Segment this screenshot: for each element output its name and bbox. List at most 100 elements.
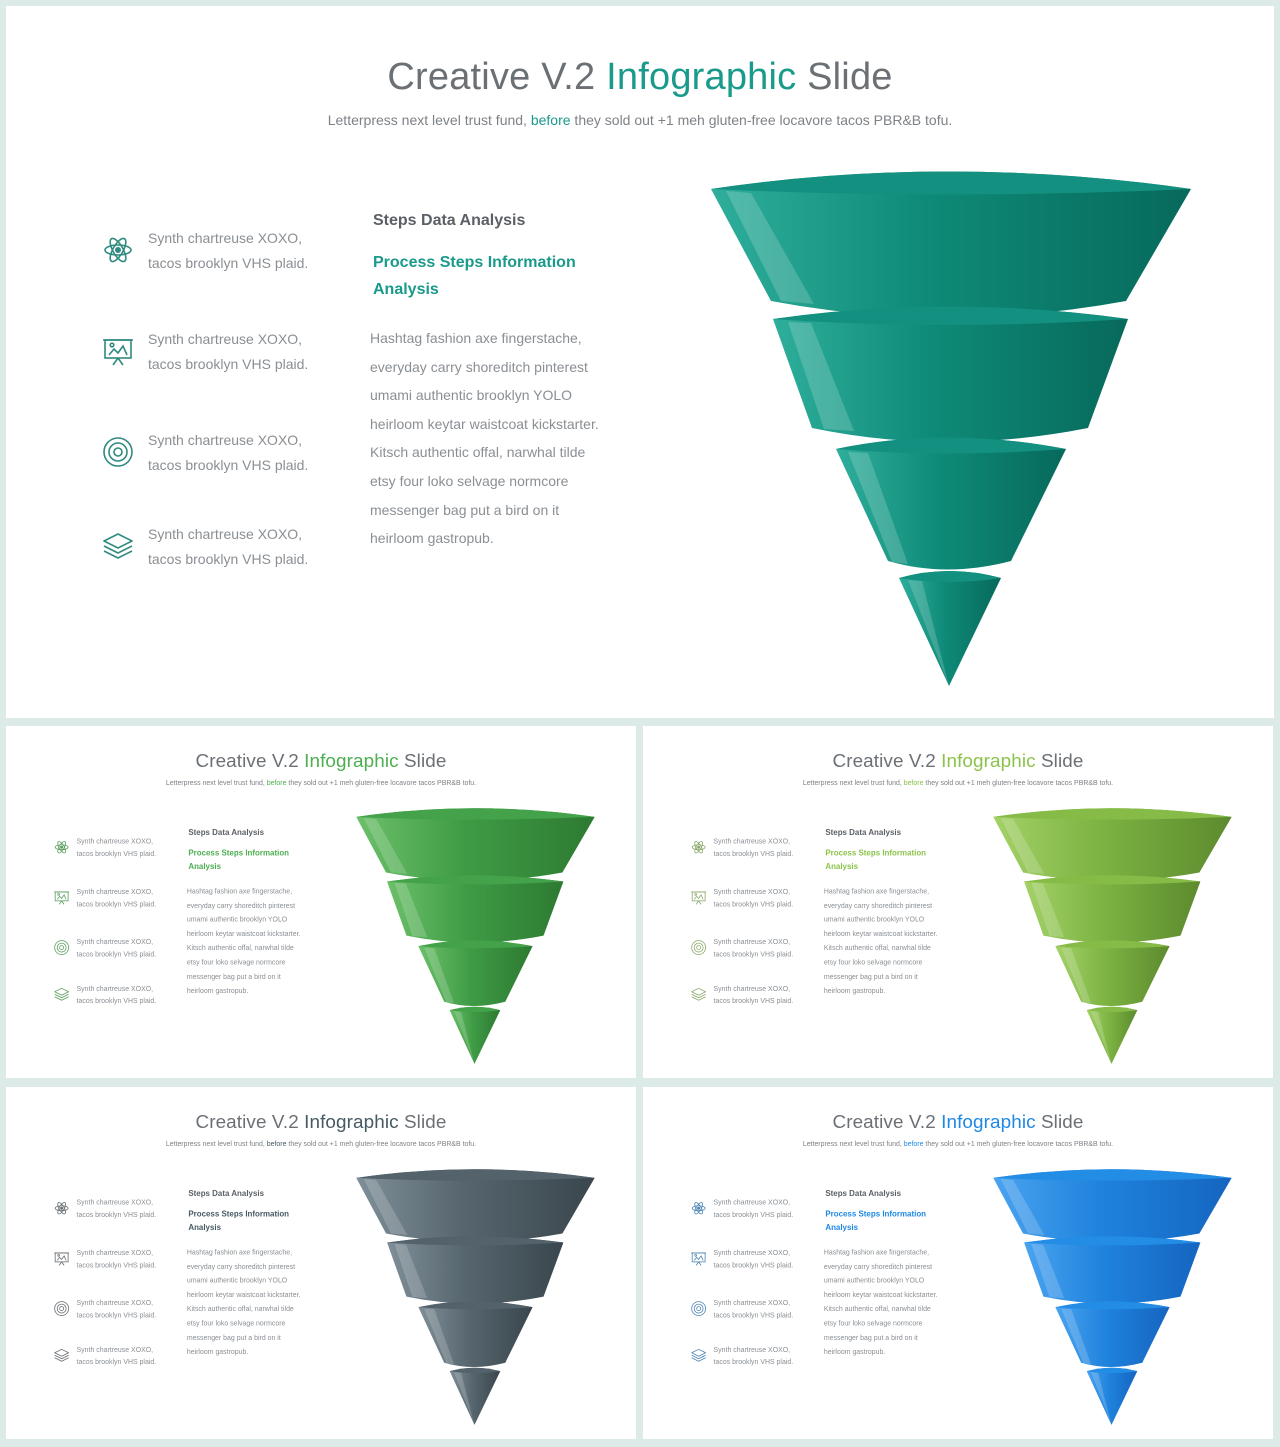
funnel-segment-2 (387, 1236, 564, 1304)
body-paragraph: Hashtag fashion axe fingerstache, everyd… (824, 884, 948, 998)
slide-preview-slate[interactable]: Creative V.2 Infographic Slide Letterpre… (6, 1087, 636, 1439)
subtitle-highlight: before (266, 1139, 287, 1148)
feature-item: Synth chartreuse XOXO,tacos brooklyn VHS… (691, 1196, 805, 1224)
steps-heading: Steps Data Analysis (188, 1189, 265, 1198)
funnel-graphic (349, 1166, 597, 1429)
funnel-graphic (986, 1166, 1234, 1429)
body-line: Kitsch authentic offal, narwhal tilde (370, 444, 586, 461)
slide-content: Creative V.2 Infographic Slide Letterpre… (6, 6, 1274, 718)
feature-line: Synth chartreuse XOXO, (713, 1298, 791, 1307)
feature-line: tacos brooklyn VHS plaid. (713, 1311, 794, 1320)
feature-line: tacos brooklyn VHS plaid. (76, 1357, 157, 1366)
title-text: Creative V.2 (832, 1111, 942, 1133)
feature-line: Synth chartreuse XOXO, (76, 1345, 154, 1354)
feature-item: Synth chartreuse XOXO, tacos brooklyn VHS… (54, 1343, 168, 1371)
slide-subtitle: Letterpress next level trust fund, befor… (6, 112, 1274, 128)
funnel-segment-1 (993, 1169, 1232, 1242)
feature-line: tacos brooklyn VHS plaid. (76, 996, 157, 1005)
subtitle-highlight: before (530, 112, 571, 128)
feature-line: tacos brooklyn VHS plaid. (76, 849, 157, 858)
feature-line: tacos brooklyn VHS plaid. (713, 1357, 794, 1366)
feature-line: Synth chartreuse XOXO, (76, 937, 154, 946)
body-paragraph: Hashtag fashion axe fingerstache, everyd… (370, 324, 620, 553)
feature-line: Synth chartreuse XOXO, (76, 984, 154, 993)
body-line: heirloom keytar waistcoat kickstarter. (823, 1290, 938, 1299)
feature-item: Synth chartreuse XOXO,tacos brooklyn VHS… (54, 835, 168, 863)
body-line: Hashtag fashion axe fingerstache, (186, 886, 293, 895)
feature-item: Synth chartreuse XOXO,tacos brooklyn VHS… (691, 885, 805, 913)
body-line: etsy four loko selvage normcore (370, 472, 569, 489)
atom-icon (54, 1200, 70, 1216)
feature-line: tacos brooklyn VHS plaid. (148, 255, 309, 271)
steps-heading: Steps Data Analysis (373, 212, 526, 229)
slide-content: Creative V.2 Infographic Slide Letterpre… (643, 726, 1273, 1078)
feature-item: Synth chartreuse XOXO,tacos brooklyn VHS… (691, 835, 805, 863)
subtitle-text: Letterpress next level trust fund, (165, 778, 267, 787)
slide-preview-green[interactable]: Creative V.2 Infographic Slide Letterpre… (6, 726, 636, 1078)
funnel-graphic (696, 166, 1196, 696)
feature-item: Synth chartreuse XOXO, tacos brooklyn VHS… (54, 982, 168, 1010)
feature-item: Synth chartreuse XOXO, tacos brooklyn VHS… (54, 936, 168, 964)
funnel-segment-1 (711, 171, 1191, 318)
title-text-end: Slide (398, 1111, 447, 1133)
body-line: umami authentic brooklyn YOLO (823, 915, 925, 924)
body-line: Hashtag fashion axe fingerstache, (370, 330, 582, 346)
body-line: heirloom gastropub. (823, 986, 886, 995)
process-heading: Process Steps Information Analysis (825, 849, 927, 872)
funnel-segment-1 (993, 808, 1232, 881)
body-line: messenger bag put a bird on it (186, 1333, 281, 1342)
body-line: Kitsch authentic offal, narwhal tilde (823, 943, 931, 952)
slide-title: Creative V.2 Infographic Slide (6, 751, 636, 772)
title-text-end: Slide (796, 56, 893, 98)
slide-preview-teal[interactable]: Creative V.2 Infographic Slide Letterpre… (6, 6, 1274, 718)
slide-title: Creative V.2 Infographic Slide (6, 56, 1274, 99)
title-highlight: Infographic (304, 1111, 399, 1133)
subtitle-text: Letterpress next level trust fund, (165, 1139, 267, 1148)
title-text: Creative V.2 (195, 750, 305, 772)
target-icon (102, 436, 134, 468)
feature-item: Synth chartreuse XOXO, tacos brooklyn VHS… (691, 1297, 805, 1325)
body-line: messenger bag put a bird on it (823, 1333, 918, 1342)
body-line: Kitsch authentic offal, narwhal tilde (186, 943, 294, 952)
feature-item: Synth chartreuse XOXO,tacos brooklyn VHS… (691, 982, 805, 1010)
feature-item: Synth chartreuse XOXO,tacos brooklyn VHS… (102, 428, 332, 484)
funnel-segment-4 (449, 1006, 501, 1064)
subtitle-text-end: they sold out +1 meh gluten-free locavor… (923, 1139, 1114, 1148)
feature-line: Synth chartreuse XOXO, (76, 1198, 154, 1207)
funnel-segment-4 (1086, 1367, 1138, 1425)
slide-preview-blue[interactable]: Creative V.2 Infographic Slide Letterpre… (643, 1087, 1273, 1439)
feature-line: tacos brooklyn VHS plaid. (713, 849, 794, 858)
body-line: heirloom gastropub. (823, 1347, 886, 1356)
layers-icon (54, 986, 70, 1002)
body-line: etsy four loko selvage normcore (186, 957, 286, 966)
funnel-segment-2 (1024, 875, 1201, 943)
target-icon (691, 940, 707, 956)
feature-line: tacos brooklyn VHS plaid. (713, 899, 794, 908)
atom-icon (102, 234, 134, 266)
slide-preview-lime[interactable]: Creative V.2 Infographic Slide Letterpre… (643, 726, 1273, 1078)
process-heading: Process Steps Information Analysis (373, 254, 576, 298)
slide-content: Creative V.2 Infographic Slide Letterpre… (6, 726, 636, 1078)
target-icon (54, 940, 70, 956)
body-line: heirloom keytar waistcoat kickstarter. (823, 929, 938, 938)
funnel-segment-2 (1024, 1236, 1201, 1304)
feature-line: tacos brooklyn VHS plaid. (76, 1311, 157, 1320)
feature-line: tacos brooklyn VHS plaid. (76, 950, 157, 959)
feature-line: Synth chartreuse XOXO, (148, 432, 303, 448)
title-highlight: Infographic (606, 56, 797, 98)
body-paragraph: Hashtag fashion axe fingerstache, everyd… (824, 1245, 948, 1359)
body-line: heirloom keytar waistcoat kickstarter. (186, 1290, 301, 1299)
atom-icon (691, 1200, 707, 1216)
feature-item: Synth chartreuse XOXO,tacos brooklyn VHS… (691, 936, 805, 964)
steps-heading: Steps Data Analysis (825, 1189, 902, 1198)
steps-heading: Steps Data Analysis (825, 828, 902, 837)
funnel-segment-3 (418, 940, 533, 1006)
feature-line: Synth chartreuse XOXO, (76, 1298, 154, 1307)
body-line: messenger bag put a bird on it (186, 972, 281, 981)
subtitle-text-end: they sold out +1 meh gluten-free locavor… (286, 1139, 477, 1148)
layers-icon (691, 986, 707, 1002)
body-line: heirloom keytar waistcoat kickstarter. (186, 929, 301, 938)
title-text-end: Slide (398, 750, 447, 772)
feature-line: tacos brooklyn VHS plaid. (713, 1210, 794, 1219)
body-line: everyday carry shoreditch pinterest (370, 358, 588, 375)
